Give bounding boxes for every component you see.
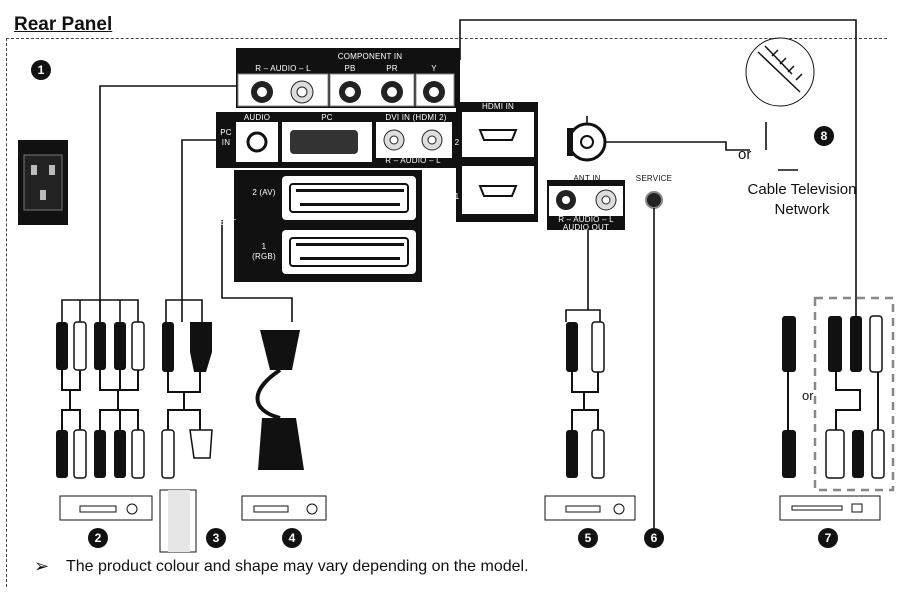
- badge-5: 5: [578, 528, 598, 548]
- device-7-plugs: [782, 315, 885, 479]
- hdmi-1-label: 1: [454, 192, 460, 201]
- badge-8: 8: [814, 126, 834, 146]
- ant-in-label: ANT IN: [573, 174, 601, 183]
- pb-label: PB: [344, 64, 356, 73]
- or-mid-label: or: [802, 388, 814, 403]
- device-vcr-left: [59, 495, 153, 521]
- antenna-icon: [745, 37, 815, 107]
- pc-label: PC: [321, 113, 333, 122]
- hdmi-in-label: HDMI IN: [481, 102, 515, 111]
- dashed-frame: [6, 38, 887, 587]
- device-speaker: [159, 489, 197, 553]
- badge-3: 3: [206, 528, 226, 548]
- scart-cable: [255, 330, 304, 470]
- hdmi-2-label: 2: [454, 138, 460, 147]
- badge-1: 1: [31, 60, 51, 80]
- audio-out-lr-label: R – AUDIO – L: [558, 215, 614, 224]
- badge-2: 2: [88, 528, 108, 548]
- cable-tv-line2: Network: [774, 201, 830, 218]
- component-audio-label: R – AUDIO – L: [255, 64, 311, 73]
- scart-2-pins: [296, 189, 404, 206]
- service-label: SERVICE: [635, 174, 673, 183]
- component-connectors: [251, 80, 445, 104]
- connection-wires: [61, 19, 857, 528]
- audio-out-label: AUDIO OUT: [562, 223, 610, 232]
- audio-out-plugs: [566, 321, 605, 479]
- device-settop: [779, 495, 881, 521]
- badge-4: 4: [282, 528, 302, 548]
- scart-1-pins: [296, 243, 404, 260]
- badge-7: 7: [818, 528, 838, 548]
- dvi-audio-label: R – AUDIO – L: [385, 156, 441, 165]
- pc-plugs: [161, 322, 213, 479]
- hdmi-port-1: [478, 185, 518, 197]
- pr-label: PR: [386, 64, 398, 73]
- cable-tv-line1: Cable Television: [747, 181, 857, 198]
- cable-or-label: or: [738, 146, 752, 163]
- pc-in-label: PC IN: [220, 128, 232, 147]
- page-title: Rear Panel: [14, 14, 113, 35]
- ext1-label: 1 (RGB): [252, 242, 276, 261]
- dashed-highlight: [813, 296, 895, 492]
- audio-label: AUDIO: [243, 113, 271, 122]
- y-label: Y: [431, 64, 437, 73]
- cable-tv-label: Cable Television Network: [732, 180, 872, 220]
- ext-label: EXT: [220, 218, 237, 227]
- service-port: [645, 191, 663, 209]
- note-arrow-icon: ➢: [34, 556, 50, 576]
- device-vcr-mid: [241, 495, 327, 521]
- ext2-label: 2 (AV): [252, 188, 276, 197]
- device-vcr-right: [544, 495, 636, 521]
- hdmi-port-2: [478, 129, 518, 141]
- footnote: The product colour and shape may vary de…: [66, 558, 529, 575]
- dvi-in-label: DVI IN (HDMI 2): [385, 113, 447, 122]
- component-in-label: COMPONENT IN: [337, 52, 403, 61]
- badge-6: 6: [644, 528, 664, 548]
- power-socket: [18, 140, 68, 225]
